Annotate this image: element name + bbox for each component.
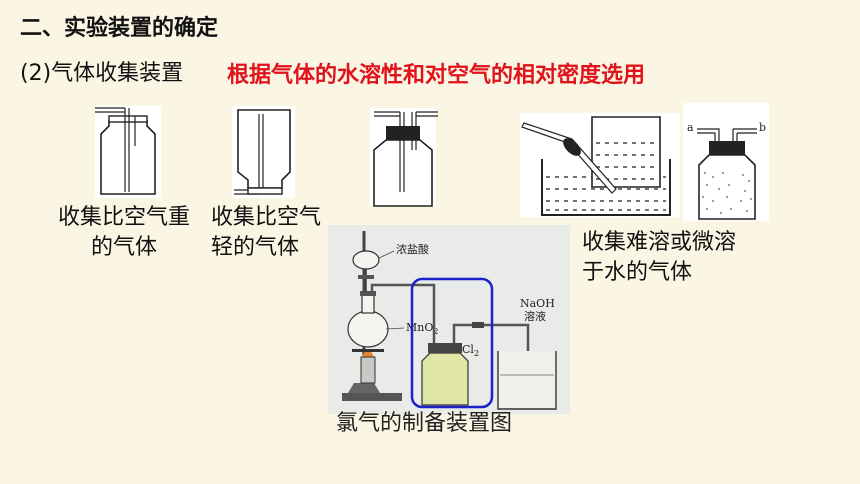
caption-heavier-than-air: 收集比空气重 的气体	[44, 203, 204, 263]
label-a: a	[687, 121, 694, 134]
chlorine-bottle	[421, 352, 469, 406]
apparatus-lighter-air	[234, 109, 291, 195]
apparatus-heavier-air	[95, 107, 156, 195]
apparatus-stoppered-bottle	[373, 111, 438, 207]
caption-lighter-line2: 轻的气体	[211, 235, 300, 260]
stand-base	[342, 393, 402, 401]
round-flask	[347, 310, 389, 348]
subsection-heading: (2)气体收集装置	[20, 61, 184, 86]
label-hcl: 浓盐酸	[396, 242, 429, 256]
caption-insoluble-line2: 于水的气体	[582, 260, 693, 285]
selection-note: 根据气体的水溶性和对空气的相对密度选用	[227, 63, 646, 88]
naoh-beaker	[497, 351, 557, 410]
label-b: b	[759, 121, 766, 134]
caption-insoluble-gas: 收集难溶或微溶 于水的气体	[582, 228, 772, 288]
label-cl2: Cl2	[462, 343, 479, 358]
caption-heavier-line2: 的气体	[90, 235, 157, 260]
caption-heavier-line1: 收集比空气重	[57, 205, 190, 230]
collection-highlight-box	[410, 277, 494, 409]
figure-caption: 氯气的制备装置图	[336, 411, 513, 436]
label-solution: 溶液	[524, 309, 546, 323]
caption-lighter-line1: 收集比空气	[211, 205, 322, 230]
caption-lighter-than-air: 收集比空气 轻的气体	[211, 203, 341, 263]
apparatus-liquid-bottle: a b	[687, 121, 766, 220]
separatory-funnel	[352, 250, 380, 270]
delivery-tube	[370, 283, 436, 343]
apparatus-water-displacement	[521, 116, 671, 216]
caption-insoluble-line1: 收集难溶或微溶	[582, 230, 737, 255]
chlorine-preparation-apparatus: 浓盐酸 MnO2 Cl2 NaOH 溶液	[342, 231, 557, 410]
label-naoh: NaOH	[520, 297, 555, 310]
section-heading: 二、实验装置的确定	[20, 16, 219, 41]
